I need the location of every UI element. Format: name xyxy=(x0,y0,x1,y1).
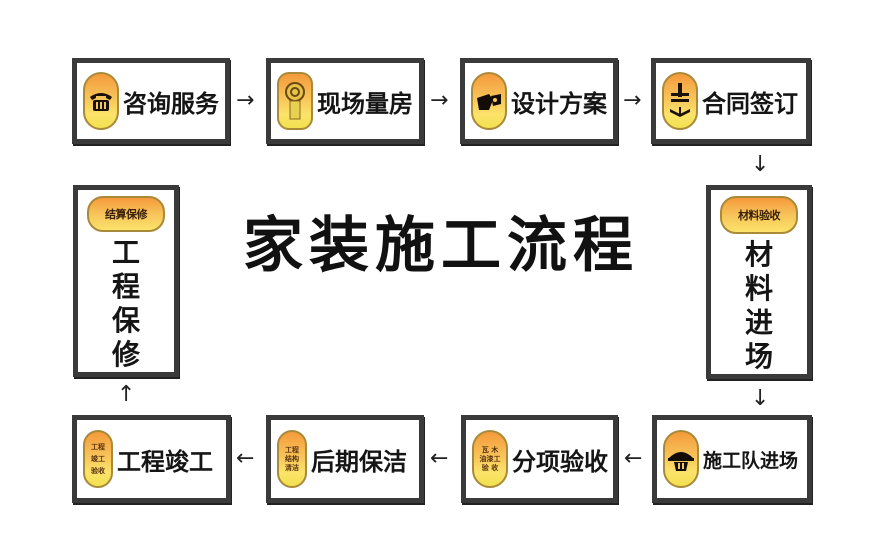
step-consultation: 咨询服务 xyxy=(72,58,230,144)
diagram-title: 家装施工流程 xyxy=(243,211,639,281)
step-label: 分项验收 xyxy=(512,446,608,476)
arrow-right-icon: → xyxy=(623,88,642,113)
label-char: 工 xyxy=(111,236,140,269)
icon-text: 工程 xyxy=(91,443,105,451)
design-tools-icon xyxy=(471,72,507,130)
contract-icon xyxy=(662,72,698,130)
cleaning-icon: 工程 结构 清洁 xyxy=(277,430,307,488)
arrow-down-icon: ↓ xyxy=(751,152,770,177)
hard-hat-icon xyxy=(663,430,699,488)
step-material-delivery: 材料验收 材 料 进 场 xyxy=(706,185,812,379)
icon-text: 验收 xyxy=(91,467,105,475)
arrow-right-icon: → xyxy=(430,88,449,113)
step-label: 施工队进场 xyxy=(703,449,799,472)
step-label: 材 料 进 场 xyxy=(745,238,773,374)
arrow-right-icon: → xyxy=(236,88,255,113)
step-phase-inspection: 瓦 木 油漆工 验 收 分项验收 xyxy=(461,415,618,503)
step-final-cleaning: 工程 结构 清洁 后期保洁 xyxy=(266,415,424,503)
arrow-left-icon: ← xyxy=(430,446,449,471)
arrow-left-icon: ← xyxy=(624,446,643,471)
step-design-plan: 设计方案 xyxy=(460,58,618,144)
icon-text: 结构 xyxy=(285,454,299,463)
label-char: 保 xyxy=(111,304,140,337)
icon-text: 工程 xyxy=(285,445,299,454)
settlement-warranty-badge: 结算保修 xyxy=(87,196,165,232)
completion-icon: 工程 竣工 验收 xyxy=(83,430,113,488)
icon-text: 验 收 xyxy=(481,463,499,472)
label-char: 进 xyxy=(744,306,773,339)
telephone-icon xyxy=(83,72,119,130)
label-char: 修 xyxy=(111,338,140,371)
material-inspection-badge: 材料验收 xyxy=(720,196,798,234)
step-label: 工 程 保 修 xyxy=(112,236,140,372)
label-char: 料 xyxy=(744,272,773,305)
icon-text: 竣工 xyxy=(91,455,105,463)
step-label: 后期保洁 xyxy=(311,446,407,476)
step-label: 咨询服务 xyxy=(123,88,219,118)
arrow-up-icon: ↑ xyxy=(117,382,136,407)
label-char: 材 xyxy=(744,238,773,271)
arrow-left-icon: ← xyxy=(236,446,255,471)
step-project-completion: 工程 竣工 验收 工程竣工 xyxy=(72,415,231,503)
step-warranty: 结算保修 工 程 保 修 xyxy=(73,185,179,377)
step-label: 工程竣工 xyxy=(117,446,213,476)
phase-inspection-icon: 瓦 木 油漆工 验 收 xyxy=(472,430,508,488)
step-crew-arrival: 施工队进场 xyxy=(652,415,812,503)
tape-measure-icon xyxy=(277,72,313,130)
step-contract-signing: 合同签订 xyxy=(651,58,811,144)
icon-text: 清洁 xyxy=(285,463,299,472)
icon-text: 瓦 木 xyxy=(481,445,499,454)
icon-text: 油漆工 xyxy=(479,454,501,463)
label-char: 场 xyxy=(744,340,773,373)
step-label: 设计方案 xyxy=(511,88,607,118)
step-site-measurement: 现场量房 xyxy=(266,58,424,144)
arrow-down-icon: ↓ xyxy=(751,386,770,411)
step-label: 现场量房 xyxy=(317,88,413,118)
label-char: 程 xyxy=(111,270,140,303)
step-label: 合同签订 xyxy=(702,88,798,118)
